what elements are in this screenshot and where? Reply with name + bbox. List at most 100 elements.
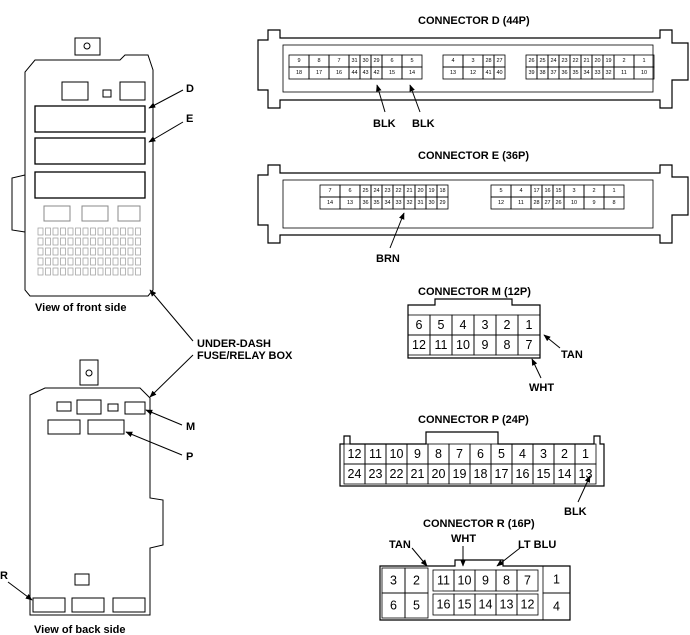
connector-e-pin: 36 bbox=[362, 200, 368, 206]
connector-r-pin: 4 bbox=[553, 600, 560, 614]
fuse-slot bbox=[52, 257, 59, 266]
connector-d-blk-2: BLK bbox=[412, 118, 435, 130]
connector-d-pin: 11 bbox=[621, 70, 627, 76]
connector-d-pin: 35 bbox=[572, 70, 578, 76]
connector-r-ltblu: LT BLU bbox=[518, 539, 556, 551]
connector-d-pin: 18 bbox=[296, 70, 302, 76]
connector-d-pin: 28 bbox=[485, 58, 491, 64]
fuse-slot bbox=[75, 237, 81, 246]
connector-e-pin: 33 bbox=[395, 200, 401, 206]
callout-p: P bbox=[186, 451, 193, 463]
fuse-slot bbox=[60, 237, 66, 246]
fuse-slot bbox=[82, 247, 89, 256]
callout-e: E bbox=[186, 113, 193, 125]
connector-e-pin: 4 bbox=[519, 188, 522, 194]
fuse-slot bbox=[90, 247, 96, 256]
connector-d-pin: 2 bbox=[622, 58, 625, 64]
connector-d-pin: 32 bbox=[605, 70, 611, 76]
connector-m-pin: 1 bbox=[526, 318, 533, 332]
fuse-slot bbox=[135, 247, 141, 256]
connector-e-pin: 10 bbox=[571, 200, 577, 206]
connector-m-pin: 9 bbox=[482, 338, 489, 352]
connector-p-pin: 5 bbox=[498, 447, 505, 461]
connector-d-pin: 24 bbox=[550, 58, 556, 64]
connector-d-pin: 21 bbox=[583, 58, 589, 64]
connector-d-pin: 9 bbox=[297, 58, 300, 64]
fuse-slot bbox=[127, 267, 134, 276]
fuse-slot bbox=[112, 247, 119, 256]
connector-r-pin: 2 bbox=[413, 574, 420, 588]
connector-p-pin: 11 bbox=[369, 447, 382, 461]
fuse-slot bbox=[97, 247, 104, 256]
connector-m-housing bbox=[407, 298, 541, 359]
fuse-slot bbox=[90, 227, 96, 236]
connector-d-pin: 39 bbox=[528, 70, 534, 76]
connector-e-pin: 30 bbox=[428, 200, 434, 206]
connector-m-pin: 11 bbox=[435, 338, 448, 352]
connector-d-pin: 22 bbox=[572, 58, 578, 64]
connector-r-pin: 3 bbox=[390, 574, 397, 588]
fuse-slot bbox=[105, 267, 111, 276]
connector-e-pin: 16 bbox=[544, 188, 550, 194]
connector-d-pin: 7 bbox=[337, 58, 340, 64]
connector-e-pin: 28 bbox=[533, 200, 539, 206]
fuse-slot bbox=[135, 227, 141, 236]
connector-r-cell bbox=[516, 593, 539, 616]
connector-p-pin: 6 bbox=[477, 447, 484, 461]
connector-r-title: CONNECTOR R (16P) bbox=[423, 518, 535, 530]
fuse-slot bbox=[67, 247, 74, 256]
connector-e-pin: 7 bbox=[328, 188, 331, 194]
connector-e-pin: 21 bbox=[406, 188, 412, 194]
connector-p-blk: BLK bbox=[564, 506, 587, 518]
connector-e-pin: 5 bbox=[499, 188, 502, 194]
connector-d-pin: 25 bbox=[539, 58, 545, 64]
callout-d: D bbox=[186, 83, 194, 95]
fuse-slot bbox=[52, 267, 59, 276]
connector-p-title: CONNECTOR P (24P) bbox=[418, 414, 529, 426]
connector-d-pin: 41 bbox=[485, 70, 491, 76]
connector-d-pin: 5 bbox=[410, 58, 413, 64]
fuse-slot bbox=[112, 237, 119, 246]
fuse-slot bbox=[97, 257, 104, 266]
connector-p-pin: 4 bbox=[519, 447, 526, 461]
fuse-slot bbox=[60, 267, 66, 276]
connector-p-pin: 2 bbox=[561, 447, 568, 461]
fuse-slot bbox=[90, 237, 96, 246]
connector-m-pin: 8 bbox=[504, 338, 511, 352]
connector-d-pin: 42 bbox=[373, 70, 379, 76]
connector-e-brn: BRN bbox=[376, 253, 400, 265]
connector-p-pin: 17 bbox=[495, 467, 509, 481]
connector-d-pin: 34 bbox=[583, 70, 589, 76]
connector-r-cell bbox=[404, 592, 429, 619]
connector-e-pin: 14 bbox=[327, 200, 333, 206]
fuse-slot bbox=[90, 267, 96, 276]
connector-e-pin: 34 bbox=[384, 200, 390, 206]
fuse-slot bbox=[45, 257, 51, 266]
connector-e-pin: 17 bbox=[533, 188, 539, 194]
connector-e-pin: 26 bbox=[555, 200, 561, 206]
connector-d-pin: 14 bbox=[409, 70, 415, 76]
connector-e-pin: 15 bbox=[555, 188, 561, 194]
connector-e-pin: 19 bbox=[428, 188, 434, 194]
fuse-slot bbox=[135, 237, 141, 246]
fuse-slot bbox=[60, 247, 66, 256]
connector-p-pin: 24 bbox=[348, 467, 362, 481]
connector-p-pin: 21 bbox=[411, 467, 425, 481]
fuse-slot bbox=[75, 267, 81, 276]
connector-m-wht: WHT bbox=[529, 382, 554, 394]
connector-p-pin: 20 bbox=[432, 467, 446, 481]
callout-m: M bbox=[186, 421, 195, 433]
fuse-slot bbox=[37, 237, 44, 246]
connector-e-pin: 11 bbox=[518, 200, 524, 206]
fuse-slot bbox=[127, 227, 134, 236]
connector-e-pin: 1 bbox=[612, 188, 615, 194]
connector-d-housing bbox=[257, 29, 689, 109]
connector-r-pin: 12 bbox=[521, 598, 535, 612]
connector-d-pin: 44 bbox=[351, 70, 357, 76]
connector-d-pin: 8 bbox=[317, 58, 320, 64]
fuse-slot bbox=[105, 247, 111, 256]
connector-m-pin: 6 bbox=[416, 318, 423, 332]
connector-e-pin: 27 bbox=[544, 200, 550, 206]
connector-m-pin: 2 bbox=[504, 318, 511, 332]
